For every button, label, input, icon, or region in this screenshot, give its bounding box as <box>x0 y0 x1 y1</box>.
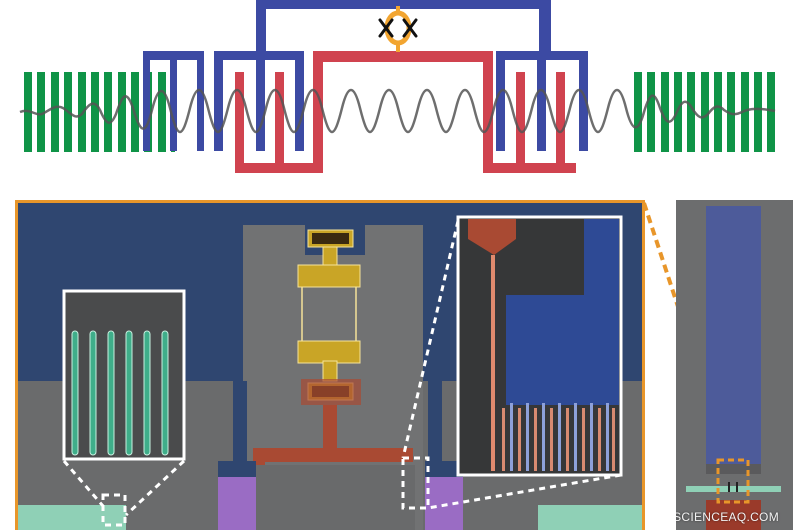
teal-idt-strip <box>686 486 781 492</box>
josephson-junction-loop <box>378 6 418 52</box>
red-pad <box>706 500 761 530</box>
coupling-detail-inset <box>456 215 623 477</box>
teal-idt-right <box>538 505 642 530</box>
red-feed-structure <box>253 379 413 468</box>
watermark: SCIENCEAQ.COM <box>676 510 779 524</box>
sem-micrograph-overview: SCIENCEAQ.COM <box>676 200 793 530</box>
purple-pad-left <box>218 475 256 530</box>
device-schematic <box>19 0 776 173</box>
junction-x-icon <box>378 18 418 38</box>
right-reflector-grating <box>634 72 775 152</box>
blue-capacitor-pad <box>706 206 761 464</box>
acoustic-wave <box>19 88 776 133</box>
finger-detail-inset <box>62 289 186 461</box>
red-electrode <box>235 51 576 173</box>
sem-micrograph-main <box>15 200 645 530</box>
